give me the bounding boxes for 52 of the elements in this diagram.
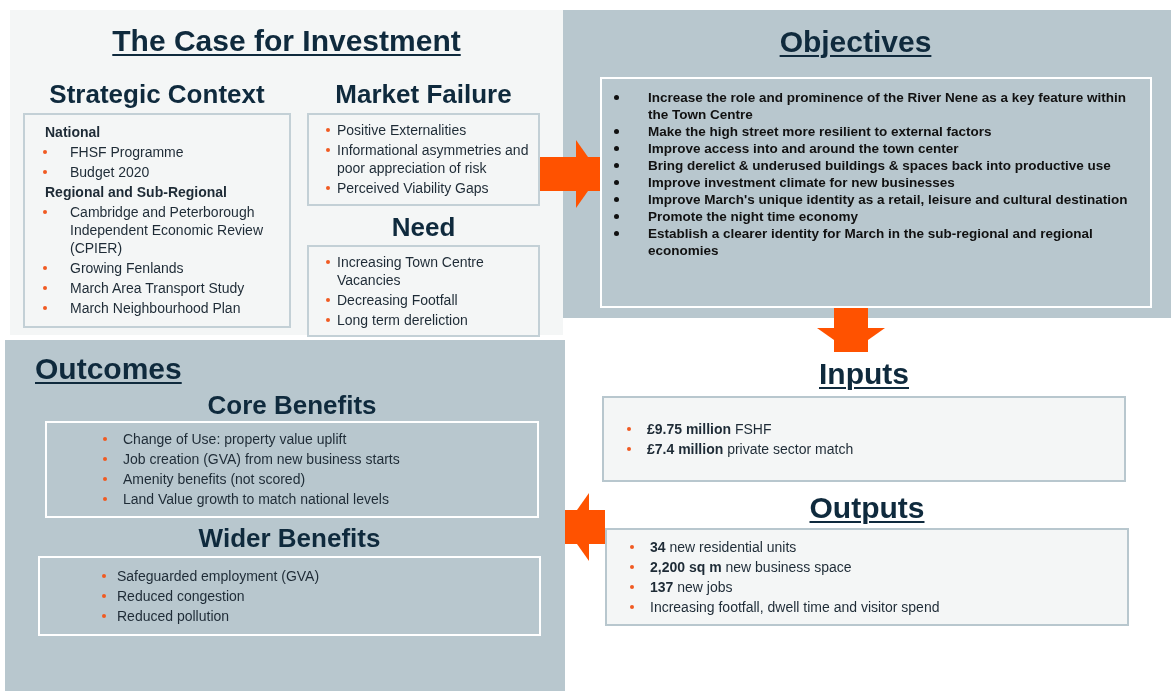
bullet-text: Positive Externalities: [337, 122, 467, 138]
subheading: National: [45, 124, 101, 140]
bullet-text: Promote the night time economy: [648, 209, 859, 224]
bullet-text: Long term dereliction: [337, 312, 468, 328]
section-heading: Need: [391, 212, 456, 243]
panel: [5, 340, 565, 691]
panel-title: Outcomes: [35, 352, 182, 385]
bullet-text: Budget 2020: [70, 164, 150, 180]
bullet-text: 137 new jobs: [650, 579, 733, 595]
bullet-text: Perceived Viability Gaps: [337, 180, 489, 196]
section-heading: Core Benefits: [207, 389, 377, 421]
panel: [10, 10, 563, 335]
bullet-text: £7.4 million private sector match: [647, 441, 854, 457]
bullet-text: Increasing footfall, dwell time and visitor spend: [650, 599, 940, 615]
section-heading: Strategic Context: [49, 78, 265, 110]
bullet-text: Informational asymmetries and poor appreciation of risk: [337, 142, 529, 176]
bullet-text: Reduced pollution: [117, 608, 230, 624]
bullet-text: 2,200 sq m new business space: [650, 559, 852, 575]
section-heading: Market Failure: [335, 78, 512, 110]
bullet-text: Improve access into and around the town center: [648, 141, 959, 156]
block-arrow: [540, 140, 600, 208]
bullet-text: Change of Use: property value uplift: [123, 431, 347, 447]
bullet-text: FHSF Programme: [70, 144, 184, 160]
bullet-text: March Neighbourhood Plan: [70, 300, 241, 316]
section-heading: Inputs: [819, 357, 909, 391]
bullet-text: Cambridge and Peterborough Independent Economic Review (CPIER): [70, 204, 263, 256]
block-arrow: [565, 493, 605, 561]
bullet-text: Increasing Town Centre Vacancies: [337, 254, 484, 288]
bullet-text: Establish a clearer identity for March in the sub-regional and regional economies: [648, 226, 1093, 258]
panel: [563, 10, 1171, 318]
bullet-text: Reduced congestion: [117, 588, 245, 604]
bullet-text: Decreasing Footfall: [337, 292, 458, 308]
bullet-text: Improve investment climate for new businesses: [648, 175, 955, 190]
section-heading: Outputs: [809, 491, 925, 525]
bullet-text: Increase the role and prominence of the River Nene as a key feature within the Town Centre: [648, 90, 1126, 122]
bullet-text: Job creation (GVA) from new business starts: [123, 451, 400, 467]
panel-title: Objectives: [779, 25, 932, 58]
bullet-text: Land Value growth to match national levels: [123, 491, 389, 507]
bullet-text: 34 new residential units: [650, 539, 797, 555]
bullet-text: Amenity benefits (not scored): [123, 471, 306, 487]
bullet-text: Bring derelict & underused buildings & spaces back into productive use: [648, 158, 1111, 173]
subheading: Regional and Sub-Regional: [45, 184, 227, 200]
bullet-text: March Area Transport Study: [70, 280, 245, 296]
section-heading: Wider Benefits: [198, 522, 381, 554]
bullet-text: Improve March's unique identity as a retail, leisure and cultural destination: [648, 192, 1128, 207]
bullet-text: Make the high street more resilient to external factors: [648, 124, 992, 139]
bullet-text: £9.75 million FSHF: [647, 421, 772, 437]
panel-title: The Case for Investment: [112, 24, 461, 57]
bullet-text: Safeguarded employment (GVA): [117, 568, 320, 584]
content-box: [600, 77, 1152, 308]
block-arrow: [817, 308, 885, 352]
bullet-text: Growing Fenlands: [70, 260, 184, 276]
